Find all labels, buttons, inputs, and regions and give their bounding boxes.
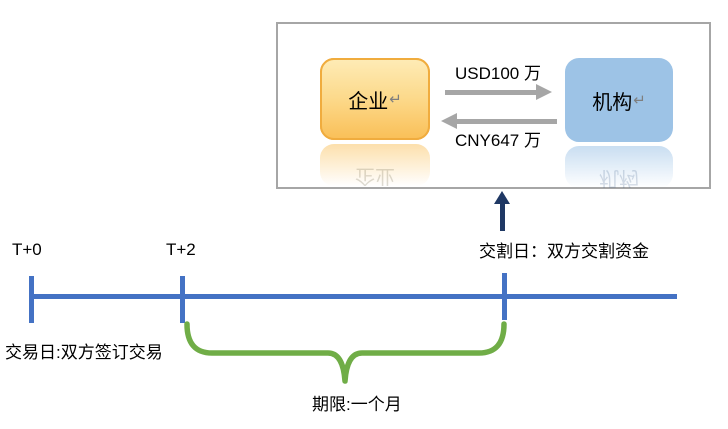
institution-reflection: 机构 (565, 146, 673, 188)
tick-settlement (502, 273, 507, 320)
cny-flow-arrowhead-icon (441, 113, 457, 129)
term-label: 期限:一个月 (312, 395, 402, 414)
t2-label: T+2 (166, 240, 196, 259)
return-mark-icon: ↵ (633, 92, 646, 109)
institution-reflection-ghost-label: 机构 (599, 167, 639, 188)
cny-flow-arrow-icon (456, 119, 557, 124)
enterprise-reflection: 企业 (320, 144, 430, 186)
enterprise-box: 企业↵ (320, 58, 430, 140)
institution-box: 机构↵ (565, 58, 673, 142)
enterprise-reflection-ghost-label: 企业 (355, 165, 395, 186)
usd-flow-arrow-icon (445, 90, 537, 95)
tick-t2 (180, 276, 185, 323)
t0-label: T+0 (12, 240, 42, 259)
cny-amount-label: CNY647 万 (455, 131, 541, 150)
trade-date-label: 交易日:双方签订交易 (5, 343, 163, 362)
term-brace-icon (184, 321, 507, 384)
institution-label: 机构 (592, 91, 633, 114)
return-mark-icon: ↵ (389, 91, 402, 108)
settlement-pointer-arrow-icon (500, 203, 505, 231)
timeline-axis (31, 294, 677, 299)
usd-flow-arrowhead-icon (536, 84, 552, 100)
enterprise-label: 企业 (348, 90, 389, 113)
tick-t0 (29, 276, 34, 323)
settlement-label: 交割日：双方交割资金 (479, 242, 649, 261)
usd-amount-label: USD100 万 (455, 64, 541, 83)
settlement-pointer-arrowhead-icon (494, 191, 510, 204)
